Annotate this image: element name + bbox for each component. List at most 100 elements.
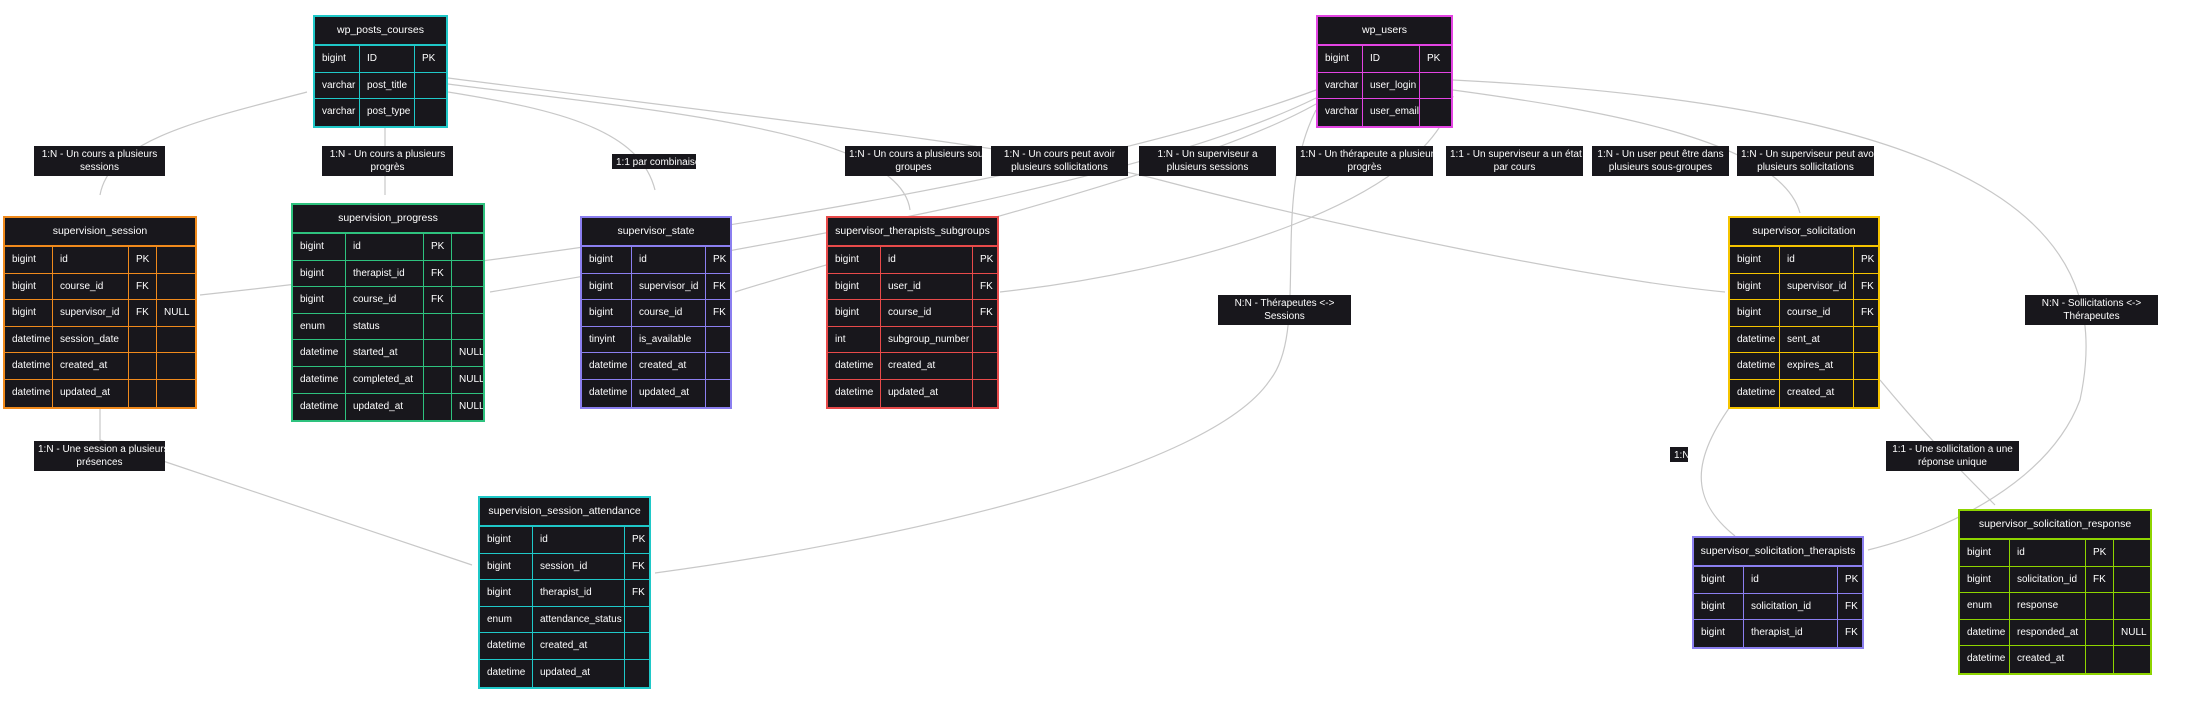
field-key: FK	[713, 307, 726, 319]
field-type: datetime	[1730, 326, 1780, 353]
field-nullable	[452, 261, 483, 287]
field-key: FK	[1845, 600, 1858, 612]
field-key: PK	[1861, 254, 1875, 265]
field-name: created_at	[533, 633, 625, 659]
field-name: therapist_id	[1744, 620, 1838, 647]
field-type: bigint	[5, 273, 53, 300]
field-name: id	[2010, 540, 2086, 566]
field-key: PK	[2086, 540, 2114, 566]
field-name: post_title	[360, 72, 415, 99]
field-key	[973, 353, 997, 379]
field-nullable	[452, 314, 483, 340]
field-name: responded_at	[2010, 619, 2086, 646]
relationship-edge	[1700, 399, 1736, 537]
relationship-edge	[1452, 89, 1801, 214]
field-nullable	[157, 274, 195, 300]
field-name: updated_at	[881, 379, 973, 407]
field-name: supervisor_id	[53, 300, 129, 326]
field-key	[424, 340, 452, 366]
entity-title: supervision_session	[5, 218, 195, 247]
field-type: bigint	[480, 580, 533, 606]
field-key	[129, 326, 157, 353]
field-name: status	[346, 313, 424, 340]
relationship-label: 1:N - Un thérapeute a plusieurs progrès	[1296, 146, 1439, 176]
relationship-edge	[447, 91, 656, 191]
field-name: session_id	[533, 553, 625, 580]
field-name: attendance_status	[533, 606, 625, 633]
entity-title: supervisor_solicitation	[1730, 218, 1878, 247]
field-key	[2086, 619, 2114, 646]
field-name: expires_at	[1780, 353, 1854, 379]
field-nullable	[2114, 540, 2150, 566]
field-name: updated_at	[346, 393, 424, 421]
field-type: int	[828, 326, 881, 353]
field-type: bigint	[828, 247, 881, 273]
field-key	[1854, 327, 1878, 353]
field-type: bigint	[5, 300, 53, 326]
field-name: created_at	[632, 353, 706, 379]
field-key: FK	[424, 287, 452, 313]
field-nullable	[157, 247, 195, 273]
field-key	[415, 73, 446, 99]
field-type: datetime	[480, 659, 533, 687]
field-key: FK	[632, 587, 645, 599]
entity-title: wp_posts_courses	[315, 17, 446, 46]
relationship-label: 1:N - Un cours a plusieurs sessions	[34, 146, 165, 176]
entity-title: supervision_session_attendance	[480, 498, 649, 527]
field-key	[625, 607, 649, 633]
field-name: user_email	[1363, 99, 1420, 126]
field-key: PK	[129, 247, 157, 273]
field-name: supervisor_id	[632, 273, 706, 300]
relationship-label: 1:N - Un cours a plusieurs sous- groupes	[845, 146, 992, 176]
field-nullable: NULL	[459, 400, 483, 412]
field-name: id	[632, 247, 706, 273]
relationship-edge	[999, 95, 1454, 293]
field-key	[424, 393, 452, 421]
field-key: PK	[422, 53, 436, 64]
field-nullable: NULL	[2121, 626, 2147, 638]
field-nullable: NULL	[164, 307, 190, 319]
field-type: datetime	[480, 633, 533, 659]
field-name: id	[346, 234, 424, 260]
field-key	[973, 380, 997, 407]
field-type: bigint	[582, 273, 632, 300]
field-name: course_id	[881, 300, 973, 326]
field-type: enum	[480, 606, 533, 633]
field-nullable: NULL	[459, 373, 483, 385]
relationship-label: 1:N - Une session a plusieurs présences	[34, 441, 169, 471]
field-name: course_id	[632, 300, 706, 326]
field-name: solicitation_id	[2010, 566, 2086, 593]
field-name: course_id	[53, 273, 129, 300]
field-name: id	[1780, 247, 1854, 273]
field-nullable	[157, 327, 195, 353]
field-name: user_login	[1363, 72, 1420, 99]
field-type: bigint	[582, 247, 632, 273]
field-name: started_at	[346, 340, 424, 366]
